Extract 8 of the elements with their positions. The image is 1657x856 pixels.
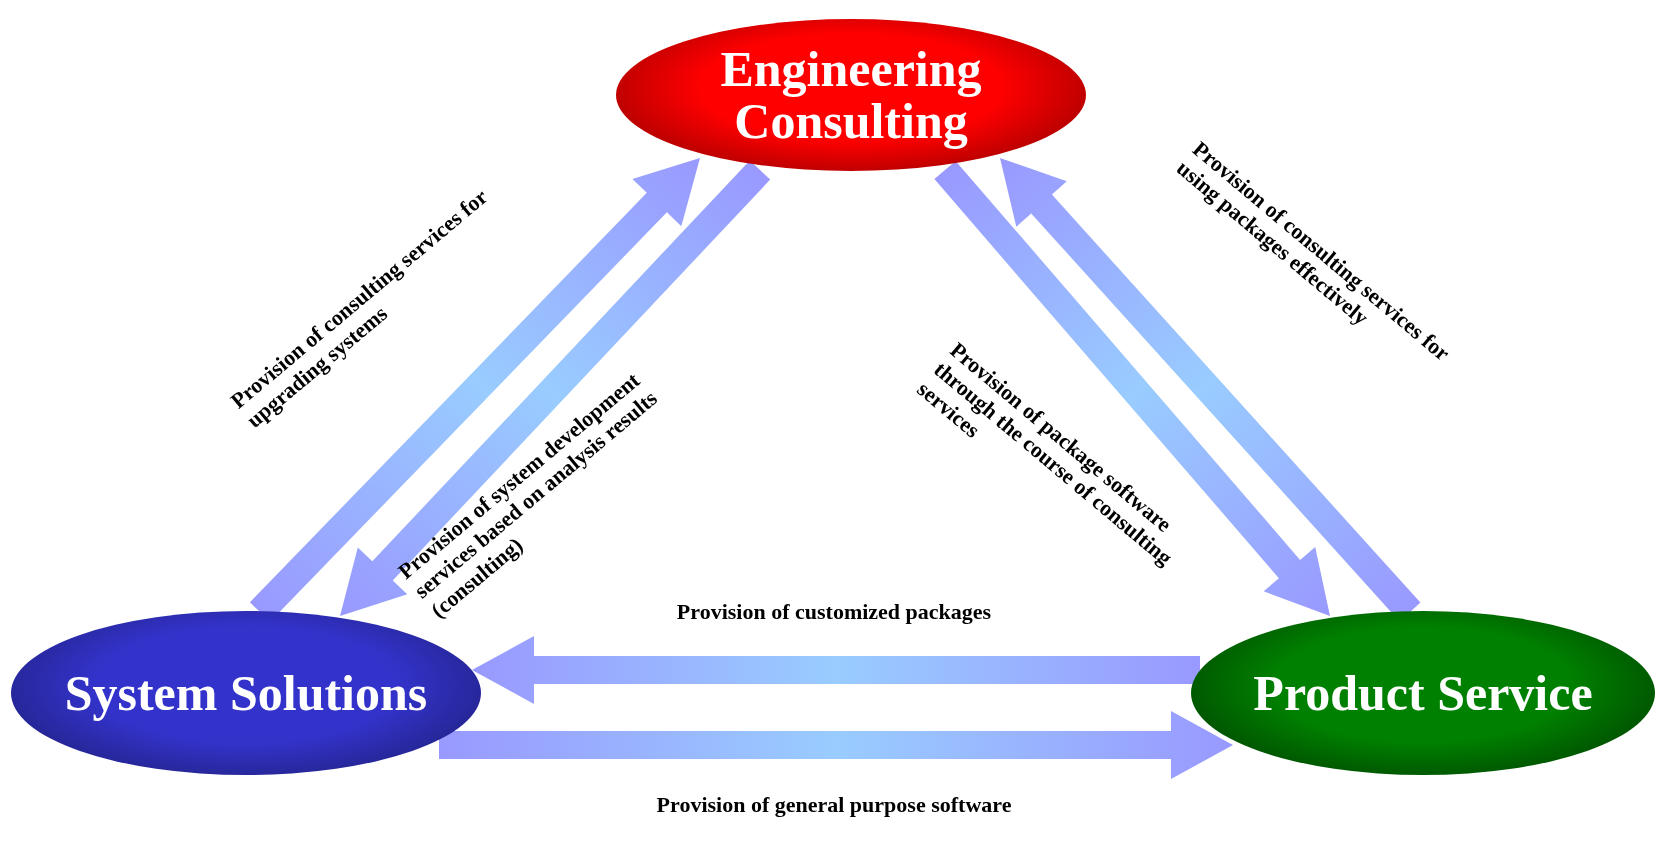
block-arrow: [439, 711, 1233, 779]
block-arrow: [934, 160, 1330, 616]
node-title: System Solutions: [63, 666, 429, 720]
edge-label: Provision of general purpose software: [655, 792, 1013, 818]
node-title: Engineering Consulting: [719, 42, 983, 148]
node-title: Product Service: [1252, 666, 1594, 720]
block-arrow: [472, 636, 1200, 704]
edge-label: Provision of customized packages: [675, 599, 993, 625]
